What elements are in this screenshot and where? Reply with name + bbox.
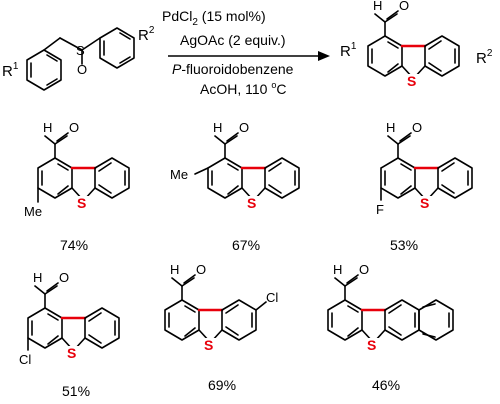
- svg-text:Cl: Cl: [266, 290, 278, 305]
- svg-text:H: H: [170, 262, 179, 277]
- svg-text:O: O: [239, 120, 249, 135]
- solvent: P-fluoroidobenzene: [172, 61, 294, 77]
- product-methyl: S H O Me: [24, 120, 131, 219]
- svg-text:O: O: [59, 270, 69, 285]
- r2-label: R2: [138, 25, 155, 44]
- svg-text:S: S: [77, 195, 86, 211]
- svg-text:O: O: [359, 262, 369, 277]
- svg-text:H: H: [333, 262, 342, 277]
- svg-text:Me: Me: [170, 167, 188, 182]
- product-benzo: S H O: [326, 262, 454, 353]
- product-r2-label: R2: [476, 48, 493, 67]
- starting-material: R1 O S R2: [2, 25, 155, 91]
- svg-text:Me: Me: [24, 204, 42, 219]
- product-chloro-2: S H O Cl: [163, 262, 278, 353]
- svg-text:O: O: [196, 262, 206, 277]
- svg-text:H: H: [386, 120, 395, 135]
- svg-text:H: H: [43, 120, 52, 135]
- product-fluoro: S H O F: [376, 120, 474, 217]
- r1-label: R1: [2, 61, 19, 80]
- svg-text:S: S: [67, 345, 76, 361]
- svg-text:F: F: [376, 202, 384, 217]
- oxygen-label: O: [77, 62, 87, 77]
- yield-methyl: 74%: [60, 237, 88, 253]
- svg-text:O: O: [399, 0, 409, 13]
- yield-chloro: 51%: [62, 383, 90, 399]
- svg-text:H: H: [213, 120, 222, 135]
- svg-text:H: H: [33, 270, 42, 285]
- sulfur-label: S: [76, 43, 85, 58]
- svg-text:S: S: [407, 73, 416, 89]
- svg-text:S: S: [420, 195, 429, 211]
- yield-benzo: 46%: [372, 377, 400, 393]
- svg-text:H: H: [373, 0, 382, 13]
- general-product: S H O: [366, 0, 461, 89]
- reaction-arrow: [168, 51, 330, 61]
- svg-text:S: S: [367, 337, 376, 353]
- svg-text:S: S: [247, 195, 256, 211]
- product-r1-label: R1: [340, 41, 357, 60]
- product-chloro: S H O Cl: [19, 270, 121, 367]
- svg-text:S: S: [204, 337, 213, 353]
- svg-text:O: O: [69, 120, 79, 135]
- product-methyl-2: S H O Me: [170, 120, 301, 211]
- yield-fluoro: 53%: [390, 237, 418, 253]
- svg-text:O: O: [412, 120, 422, 135]
- reagent-agoac: AgOAc (2 equiv.): [180, 32, 286, 48]
- yield-methyl-2: 67%: [232, 237, 260, 253]
- svg-text:Cl: Cl: [19, 352, 31, 367]
- yield-chloro-2: 69%: [208, 377, 236, 393]
- conditions: AcOH, 110 oC: [200, 80, 286, 97]
- reagent-pdcl2: PdCl2 (15 mol%): [162, 8, 266, 28]
